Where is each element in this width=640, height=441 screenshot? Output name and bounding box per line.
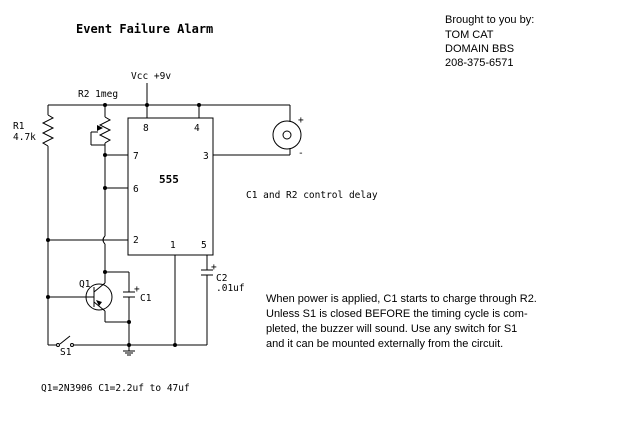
junction-dot — [173, 343, 177, 347]
description-line: Unless S1 is closed BEFORE the timing cy… — [266, 308, 528, 320]
s1-label: S1 — [60, 347, 72, 358]
r1-resistor — [41, 114, 55, 147]
c1-plus: + — [134, 284, 140, 295]
description-line: and it can be mounted externally from th… — [266, 338, 503, 350]
pin-number: 7 — [133, 151, 139, 162]
pin-number: 5 — [201, 240, 207, 251]
junction-dot — [127, 320, 131, 324]
pin-number: 3 — [203, 151, 209, 162]
junction-dot — [46, 295, 50, 299]
buzzer-plus: + — [298, 115, 304, 126]
ground-icon — [123, 345, 135, 356]
buzzer-icon — [272, 120, 302, 150]
description-line: pleted, the buzzer will sound. Use any s… — [266, 323, 517, 335]
pin-number: 2 — [133, 235, 139, 246]
ic-555-body — [127, 117, 214, 256]
diagram-title: Event Failure Alarm — [76, 22, 213, 36]
parts-note: Q1=2N3906 C1=2.2uf to 47uf — [41, 383, 190, 394]
credits-line: TOM CAT — [445, 29, 494, 41]
description-line: When power is applied, C1 starts to char… — [266, 293, 537, 305]
credits-line: 208-375-6571 — [445, 57, 514, 69]
r2-resistor — [98, 116, 112, 144]
pin-number: 8 — [143, 123, 149, 134]
r2-wiper-arrow — [97, 125, 103, 131]
c2-plus: + — [211, 262, 217, 273]
pin-number: 6 — [133, 184, 139, 195]
pin-number: 1 — [170, 240, 176, 251]
r1-value: 4.7k — [13, 132, 36, 143]
credits-block: Brought to you by: TOM CAT DOMAIN BBS 20… — [445, 14, 534, 69]
c2-value: .01uf — [216, 283, 245, 294]
ic-label: 555 — [159, 173, 179, 186]
junction-dot — [46, 238, 50, 242]
buzzer-minus: - — [298, 148, 304, 159]
delay-note: C1 and R2 control delay — [246, 190, 378, 201]
description-block: When power is applied, C1 starts to char… — [266, 293, 537, 350]
c1-label: C1 — [140, 293, 152, 304]
credits-line: Brought to you by: — [445, 14, 534, 26]
supply-label: Vcc +9v — [131, 71, 171, 82]
r2-label: R2 1meg — [78, 89, 118, 100]
s1-switch-icon — [59, 335, 71, 345]
s1-contact — [56, 343, 60, 347]
r1-label: R1 — [13, 121, 25, 132]
credits-line: DOMAIN BBS — [445, 43, 514, 55]
q1-label: Q1 — [79, 279, 91, 290]
c2-label: C2 — [216, 273, 227, 284]
pin-number: 4 — [194, 123, 200, 134]
s1-contact — [70, 343, 74, 347]
